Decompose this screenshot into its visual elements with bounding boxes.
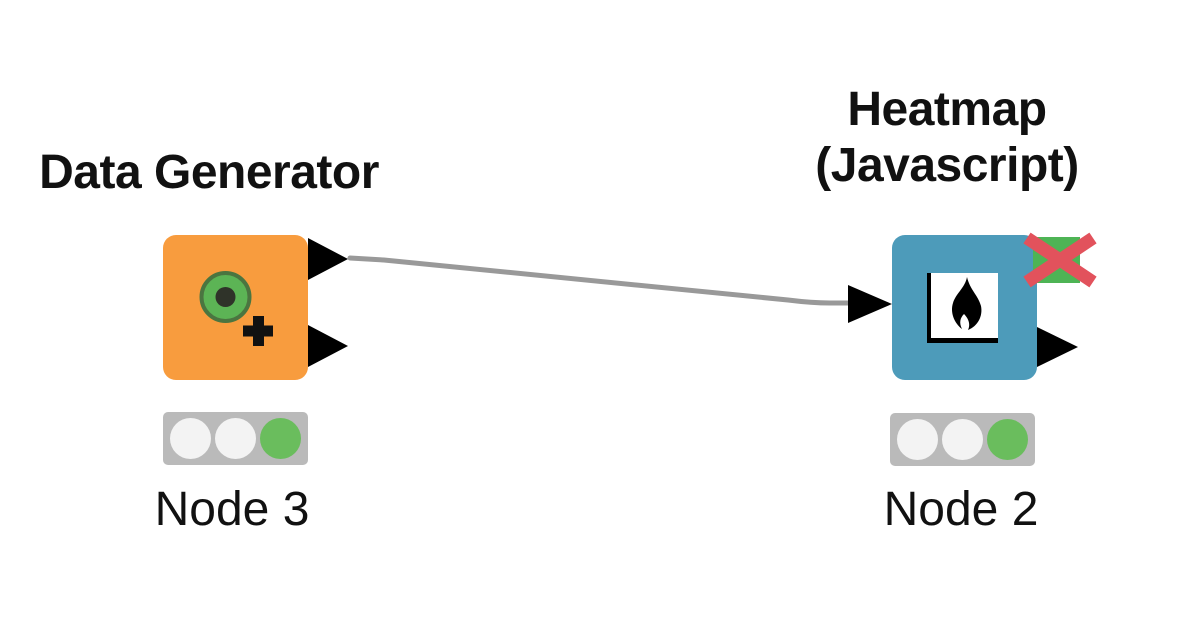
heatmap-icon-plate <box>927 273 998 343</box>
status-light-red-off <box>170 418 211 459</box>
node-body-data-generator[interactable] <box>163 235 308 380</box>
red-x-icon <box>1023 232 1097 288</box>
node-body-heatmap[interactable] <box>892 235 1037 380</box>
node2-input-port-1[interactable] <box>848 285 895 323</box>
status-light-green-on <box>260 418 301 459</box>
node-title-heatmap: Heatmap (Javascript) <box>815 83 1079 192</box>
data-generator-icon <box>199 271 273 346</box>
node3-annotation-label[interactable]: Node 3 <box>154 483 310 536</box>
node3-output-port-1[interactable] <box>308 238 351 280</box>
connection-line[interactable] <box>347 255 851 306</box>
status-light-yellow-off <box>215 418 256 459</box>
node2-output-port-1[interactable] <box>1037 327 1081 367</box>
node-title-data-generator: Data Generator <box>39 146 379 199</box>
status-light-yellow-off <box>942 419 983 460</box>
status-light-red-off <box>897 419 938 460</box>
node3-traffic-light <box>163 412 308 465</box>
node3-output-port-2[interactable] <box>308 325 351 367</box>
node2-annotation-label[interactable]: Node 2 <box>883 483 1039 536</box>
status-light-green-on <box>987 419 1028 460</box>
node2-traffic-light <box>890 413 1035 466</box>
flame-icon <box>952 277 982 330</box>
